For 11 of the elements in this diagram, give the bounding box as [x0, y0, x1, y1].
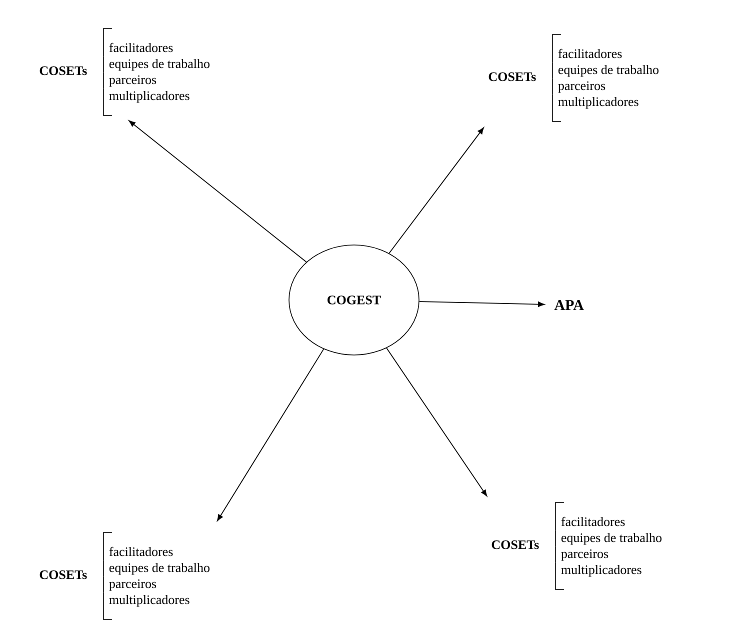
bracketed-list: COSETs facilitadores equipes de trabalho parceiros multiplicadores: [488, 34, 659, 122]
bracketed-list: COSETs facilitadores equipes de trabalho parceiros multiplicadores: [40, 28, 210, 116]
arrow: [386, 348, 488, 496]
arrow: [217, 348, 324, 522]
text-label: APA: [554, 300, 584, 310]
arrow: [388, 127, 484, 254]
bracketed-list: COSETs facilitadores equipes de trabalho parceiros multiplicadores: [40, 532, 210, 620]
circle-node: COGEST: [288, 244, 420, 356]
arrow: [128, 120, 307, 262]
bracketed-list: COSETs facilitadores equipes de trabalho parceiros multiplicadores: [492, 502, 662, 590]
arrow: [418, 301, 545, 307]
